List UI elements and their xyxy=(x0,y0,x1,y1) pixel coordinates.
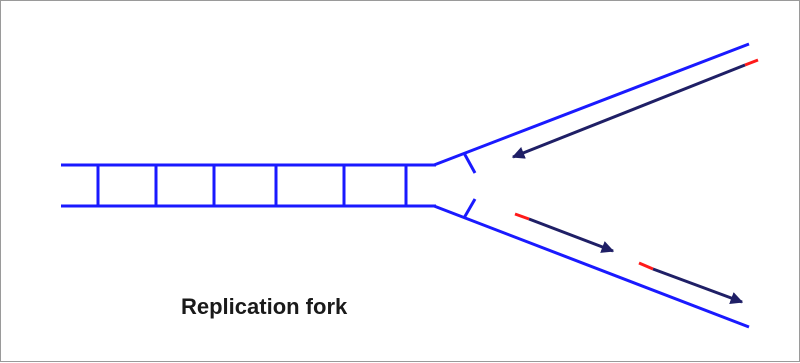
lower-fork-strand xyxy=(433,204,750,329)
unpaired-base-stub xyxy=(462,152,477,174)
unpaired-base-stub xyxy=(462,198,477,219)
parental-duplex xyxy=(61,163,436,208)
okazaki-primer-1 xyxy=(514,212,530,221)
okazaki-fragment-arrow-2 xyxy=(652,267,744,304)
upper-fork-strand xyxy=(433,42,750,167)
leading-strand-primer xyxy=(744,58,759,67)
leading-strand-arrow xyxy=(511,63,746,159)
diagram-caption: Replication fork xyxy=(181,294,348,319)
okazaki-fragment-arrow-1 xyxy=(528,217,615,253)
okazaki-primer-2 xyxy=(638,261,654,271)
